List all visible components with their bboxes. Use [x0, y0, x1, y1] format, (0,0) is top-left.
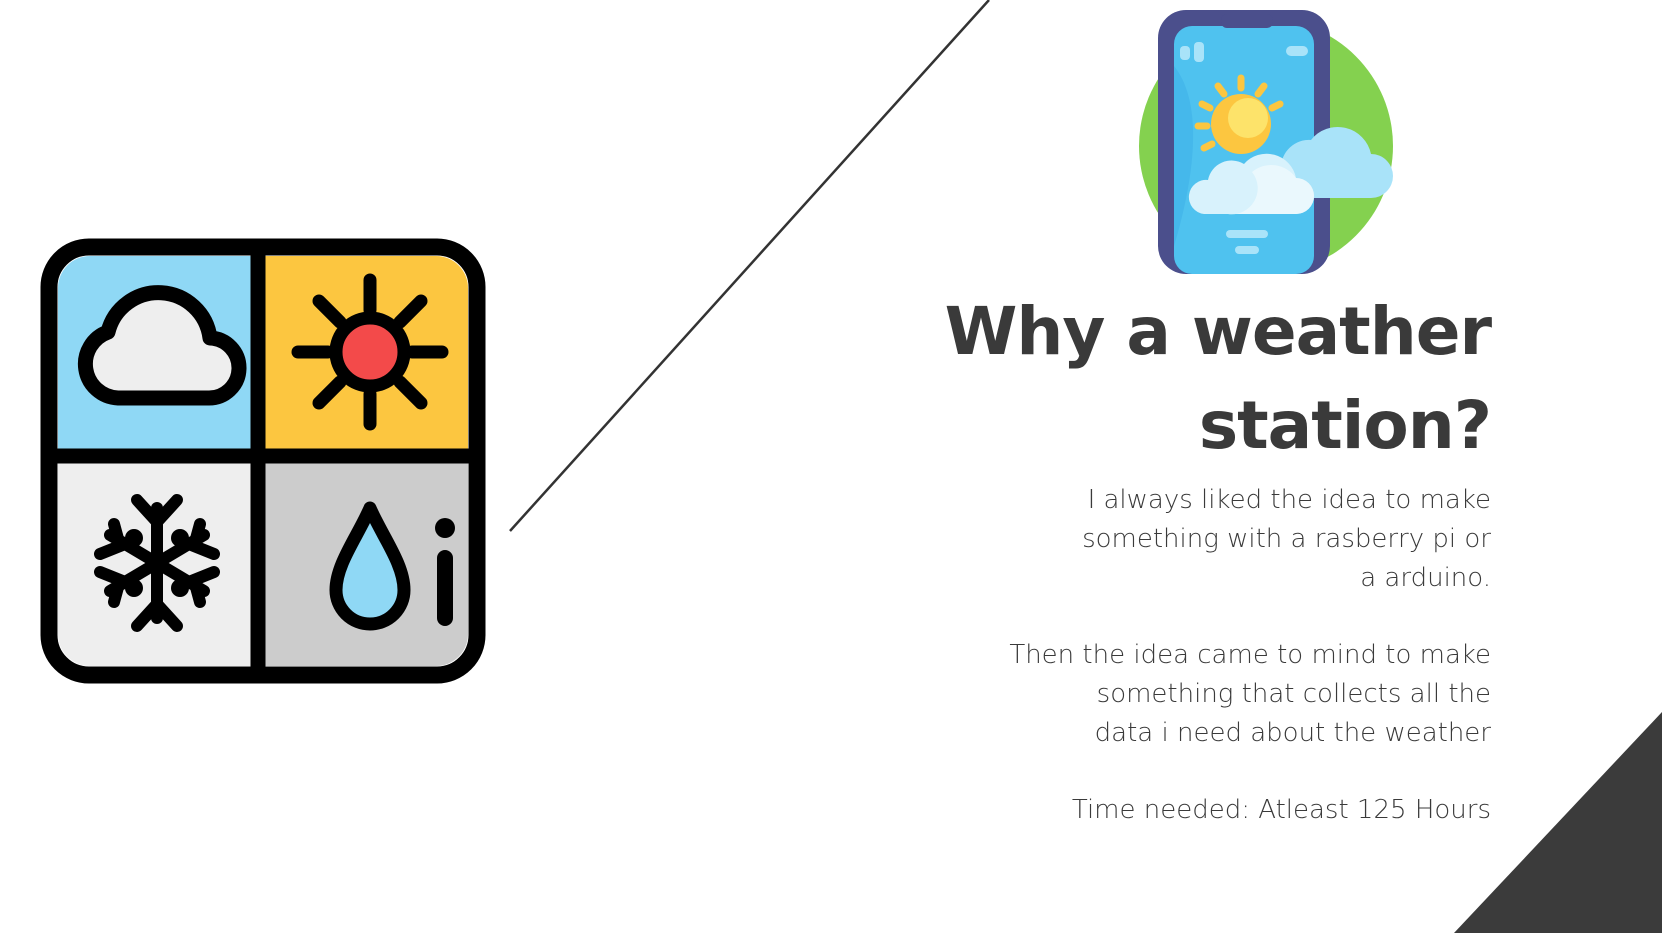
idea-paragraph: Then the idea came to mind to make somet…: [931, 636, 1491, 753]
weather-app-phone-icon: [1139, 10, 1393, 274]
text-line: something that collects all the: [1096, 679, 1491, 709]
time-needed-text: Time needed: Atleast 125 Hours: [1071, 795, 1491, 825]
weather-conditions-grid-icon: [40, 238, 486, 684]
motivation-paragraph: I always liked the idea to make somethin…: [931, 481, 1491, 598]
title-line: Why a weather: [944, 293, 1492, 370]
text-line: Then the idea came to mind to make: [1009, 640, 1491, 670]
text-line: a arduino.: [1360, 563, 1491, 593]
title-line: station?: [1198, 387, 1492, 464]
text-line: data i need about the weather: [1094, 718, 1491, 748]
slide-title: Why a weather station?: [851, 285, 1492, 473]
text-line: something with a rasberry pi or: [1082, 524, 1491, 554]
text-line: I always liked the idea to make: [1087, 485, 1491, 515]
